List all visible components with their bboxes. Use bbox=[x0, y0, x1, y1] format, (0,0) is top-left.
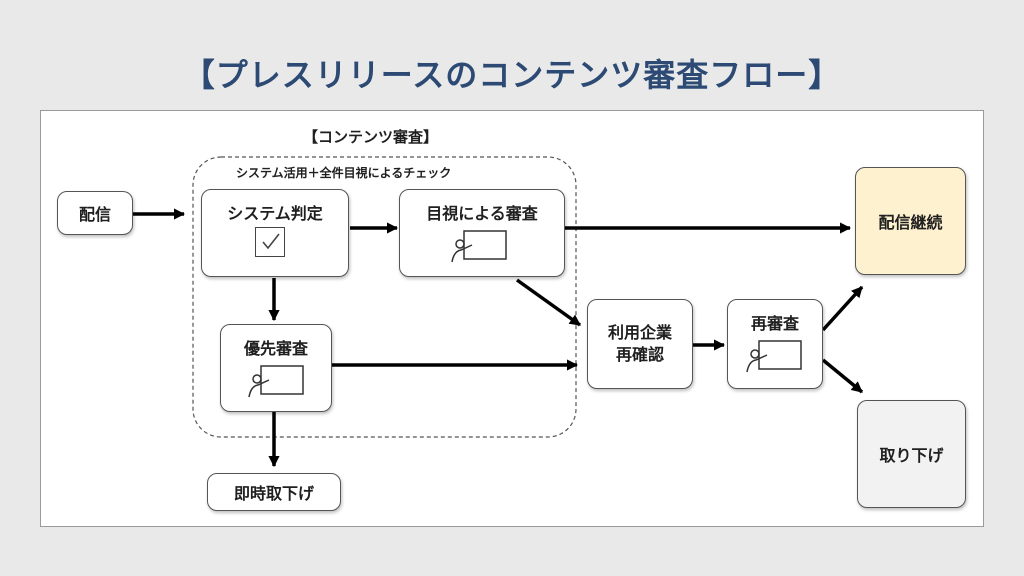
node-system: システム判定 bbox=[201, 189, 349, 277]
node-mokushi-label: 目視による審査 bbox=[426, 204, 538, 223]
edge-mokushi-riyo bbox=[515, 278, 582, 327]
node-riyo-label-2: 再確認 bbox=[615, 345, 664, 364]
checkbox-icon bbox=[255, 227, 285, 257]
node-yusen-label: 優先審査 bbox=[243, 339, 308, 358]
node-keizoku: 配信継続 bbox=[855, 167, 966, 275]
diagram-panel bbox=[40, 110, 984, 527]
group-title: 【コンテンツ審査】 bbox=[303, 128, 439, 146]
node-riyo: 利用企業 再確認 bbox=[587, 299, 693, 389]
node-yusen: 優先審査 bbox=[220, 324, 332, 412]
page-title: 【プレスリリースのコンテンツ審査フロー】 bbox=[182, 56, 842, 94]
node-keizoku-label: 配信継続 bbox=[878, 213, 943, 232]
node-system-label: システム判定 bbox=[227, 204, 323, 223]
node-haishin: 配信 bbox=[57, 191, 133, 235]
node-torisage: 取り下げ bbox=[857, 400, 966, 508]
node-sokuji: 即時取下げ bbox=[207, 473, 341, 511]
node-saishinsa: 再審査 bbox=[727, 299, 823, 389]
group-subtitle: システム活用＋全件目視によるチェック bbox=[236, 166, 452, 180]
node-sokuji-label: 即時取下げ bbox=[233, 484, 314, 503]
edge-saishinsa-torisage bbox=[821, 358, 864, 394]
presenter-icon bbox=[248, 365, 304, 398]
edge-saishinsa-keizoku bbox=[821, 285, 864, 332]
presenter-icon bbox=[746, 340, 802, 373]
node-saishinsa-label: 再審査 bbox=[750, 314, 799, 333]
node-mokushi: 目視による審査 bbox=[399, 189, 565, 277]
presenter-icon bbox=[451, 230, 507, 263]
content-review-group bbox=[192, 156, 577, 438]
node-haishin-label: 配信 bbox=[78, 205, 111, 224]
node-torisage-label: 取り下げ bbox=[879, 446, 944, 465]
node-riyo-label-1: 利用企業 bbox=[607, 322, 672, 342]
